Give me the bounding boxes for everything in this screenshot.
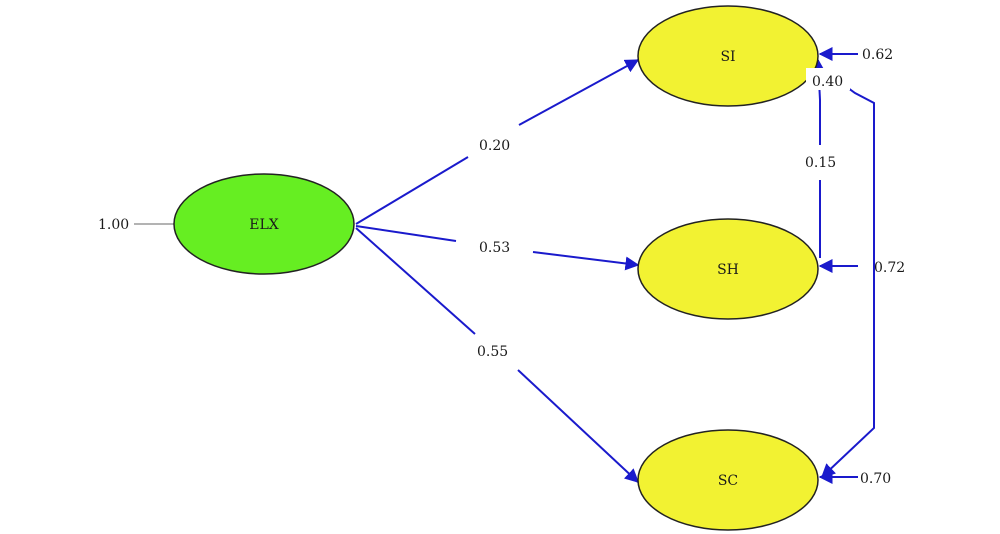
- node-sh: SH: [637, 218, 819, 320]
- node-si: SI: [637, 5, 819, 107]
- cov-si-sc-label-bg: [806, 68, 850, 90]
- path-elx-sc-b: [517, 369, 640, 483]
- path-elx-sh-a: [355, 225, 457, 242]
- node-sc: SC: [637, 429, 819, 531]
- path-elx-si-a: [355, 156, 469, 225]
- error-si-label: 0.62: [862, 47, 893, 63]
- path-elx-sc-a: [355, 227, 476, 335]
- path-elx-sh-label: 0.53: [479, 240, 510, 256]
- path-elx-si-b: [518, 59, 640, 126]
- node-elx-label: ELX: [249, 217, 279, 233]
- node-si-label: SI: [720, 49, 735, 65]
- error-sc-label: 0.70: [860, 471, 891, 487]
- cov-si-sc: [817, 65, 875, 478]
- cov-si-sc-label: 0.40: [812, 74, 843, 90]
- path-elx-sc-label: 0.55: [477, 344, 508, 360]
- cov-si-sh-label: 0.15: [805, 155, 836, 171]
- node-sh-label: SH: [717, 262, 739, 278]
- path-elx-sh-b: [532, 251, 640, 271]
- node-elx: ELX: [173, 173, 355, 275]
- node-sc-label: SC: [718, 473, 738, 489]
- path-elx-si-label: 0.20: [479, 138, 510, 154]
- error-sh-label: 0.72: [874, 260, 905, 276]
- elx-variance-label: 1.00: [98, 217, 129, 233]
